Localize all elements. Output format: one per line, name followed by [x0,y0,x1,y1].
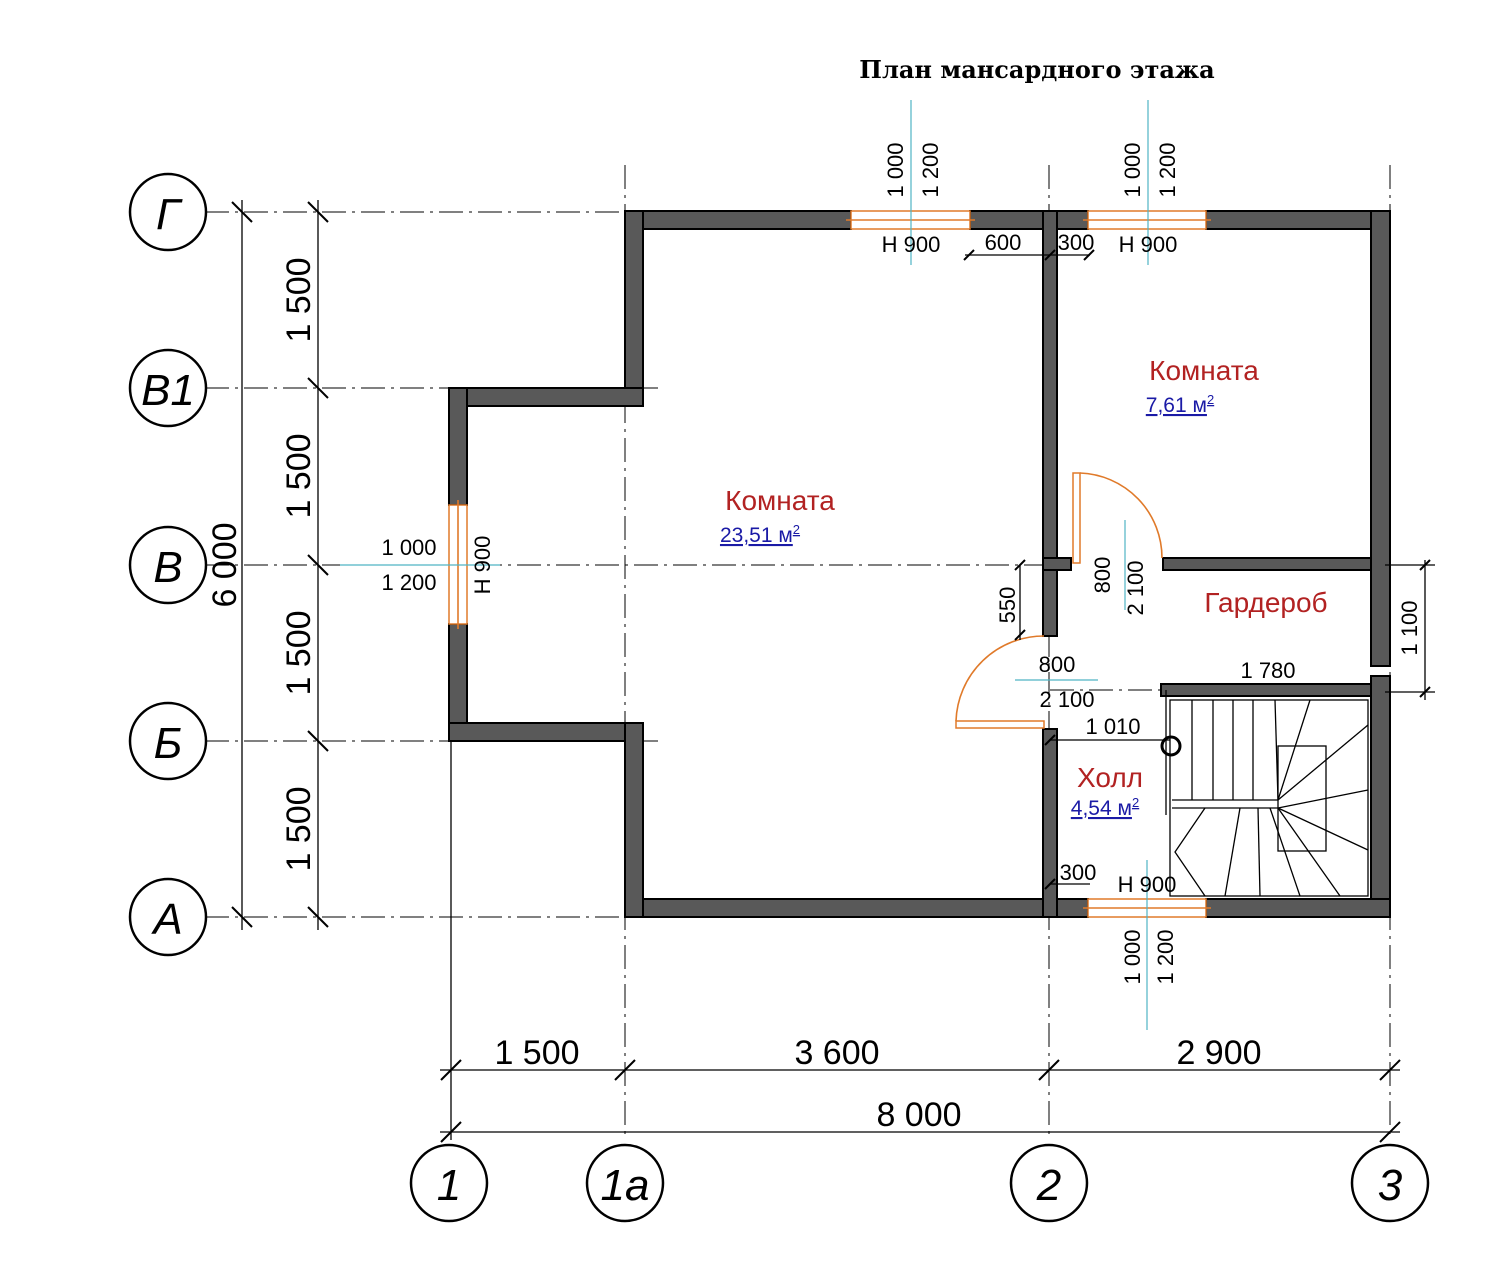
axis-label-1a: 1а [601,1161,650,1210]
dim-v-total: 6 000 [206,522,244,607]
room-area-bedroom: 7,61 м2 [1146,392,1214,417]
room-name-wardrobe: Гардероб [1204,587,1327,618]
dim-h-1: 1 500 [494,1034,579,1072]
svg-text:1 100: 1 100 [1397,600,1422,655]
axis-label-b: Б [154,719,183,768]
room-name-bedroom: Комната [1149,355,1259,386]
svg-text:1 200: 1 200 [381,570,436,595]
room-name-living: Комната [725,485,835,516]
room-area-hall: 4,54 м2 [1071,795,1139,820]
svg-text:1 200: 1 200 [918,142,943,197]
staircase [1160,690,1369,897]
dim-h-total: 8 000 [876,1096,961,1134]
svg-text:1 000: 1 000 [1120,142,1145,197]
dim-v-2: 1 500 [280,433,318,518]
svg-text:1 200: 1 200 [1153,929,1178,984]
svg-text:300: 300 [1060,860,1097,885]
vertical-dimensions: 1 500 1 500 1 500 1 500 6 000 [206,200,329,930]
axis-label-3: 3 [1378,1161,1403,1210]
room-name-hall: Холл [1077,762,1143,793]
doors [955,472,1163,729]
dim-v-1: 1 500 [280,257,318,342]
dim-h-2: 3 600 [794,1034,879,1072]
axis-label-g: Г [156,190,183,239]
room-labels: Комната 23,51 м2 Комната 7,61 м2 Гардеро… [720,355,1328,820]
plan-title: План мансардного этажа [859,55,1214,84]
svg-text:2 100: 2 100 [1039,687,1094,712]
svg-text:800: 800 [1039,652,1076,677]
svg-text:550: 550 [995,587,1020,624]
axis-label-1: 1 [437,1161,461,1210]
svg-text:Н 900: Н 900 [1119,232,1178,257]
walls [448,210,1391,918]
svg-text:800: 800 [1090,557,1115,594]
svg-text:Н 900: Н 900 [882,232,941,257]
svg-text:1 000: 1 000 [883,142,908,197]
svg-text:Н 900: Н 900 [470,536,495,595]
svg-text:1 000: 1 000 [1120,929,1145,984]
axis-label-2: 2 [1036,1161,1061,1210]
svg-text:1 010: 1 010 [1085,714,1140,739]
svg-text:600: 600 [985,230,1022,255]
svg-text:1 200: 1 200 [1155,142,1180,197]
svg-text:Н 900: Н 900 [1118,872,1177,897]
axis-label-v: В [153,543,182,592]
svg-text:1 780: 1 780 [1240,658,1295,683]
axis-label-v1: В1 [141,366,195,415]
svg-text:300: 300 [1058,230,1095,255]
dim-v-3: 1 500 [280,610,318,695]
axis-grid [205,165,1391,1140]
small-dimensions: 600 300 300 550 800 2 100 800 2 100 1 78… [963,230,1435,890]
window-callouts: 1 000 1 200 Н 900 1 000 1 200 Н 900 1 00… [340,100,1180,1030]
dim-h-3: 2 900 [1176,1034,1261,1072]
horizontal-dimensions: 1 500 3 600 2 900 8 000 [440,1034,1401,1143]
room-area-living: 23,51 м2 [720,522,800,547]
row-axis-markers: Г В1 В Б А [128,172,208,957]
dim-v-4: 1 500 [280,786,318,871]
axis-label-a: А [150,895,182,944]
svg-text:2 100: 2 100 [1123,560,1148,615]
col-axis-markers: 1 1а 2 3 [409,1143,1430,1223]
svg-text:1 000: 1 000 [381,535,436,560]
